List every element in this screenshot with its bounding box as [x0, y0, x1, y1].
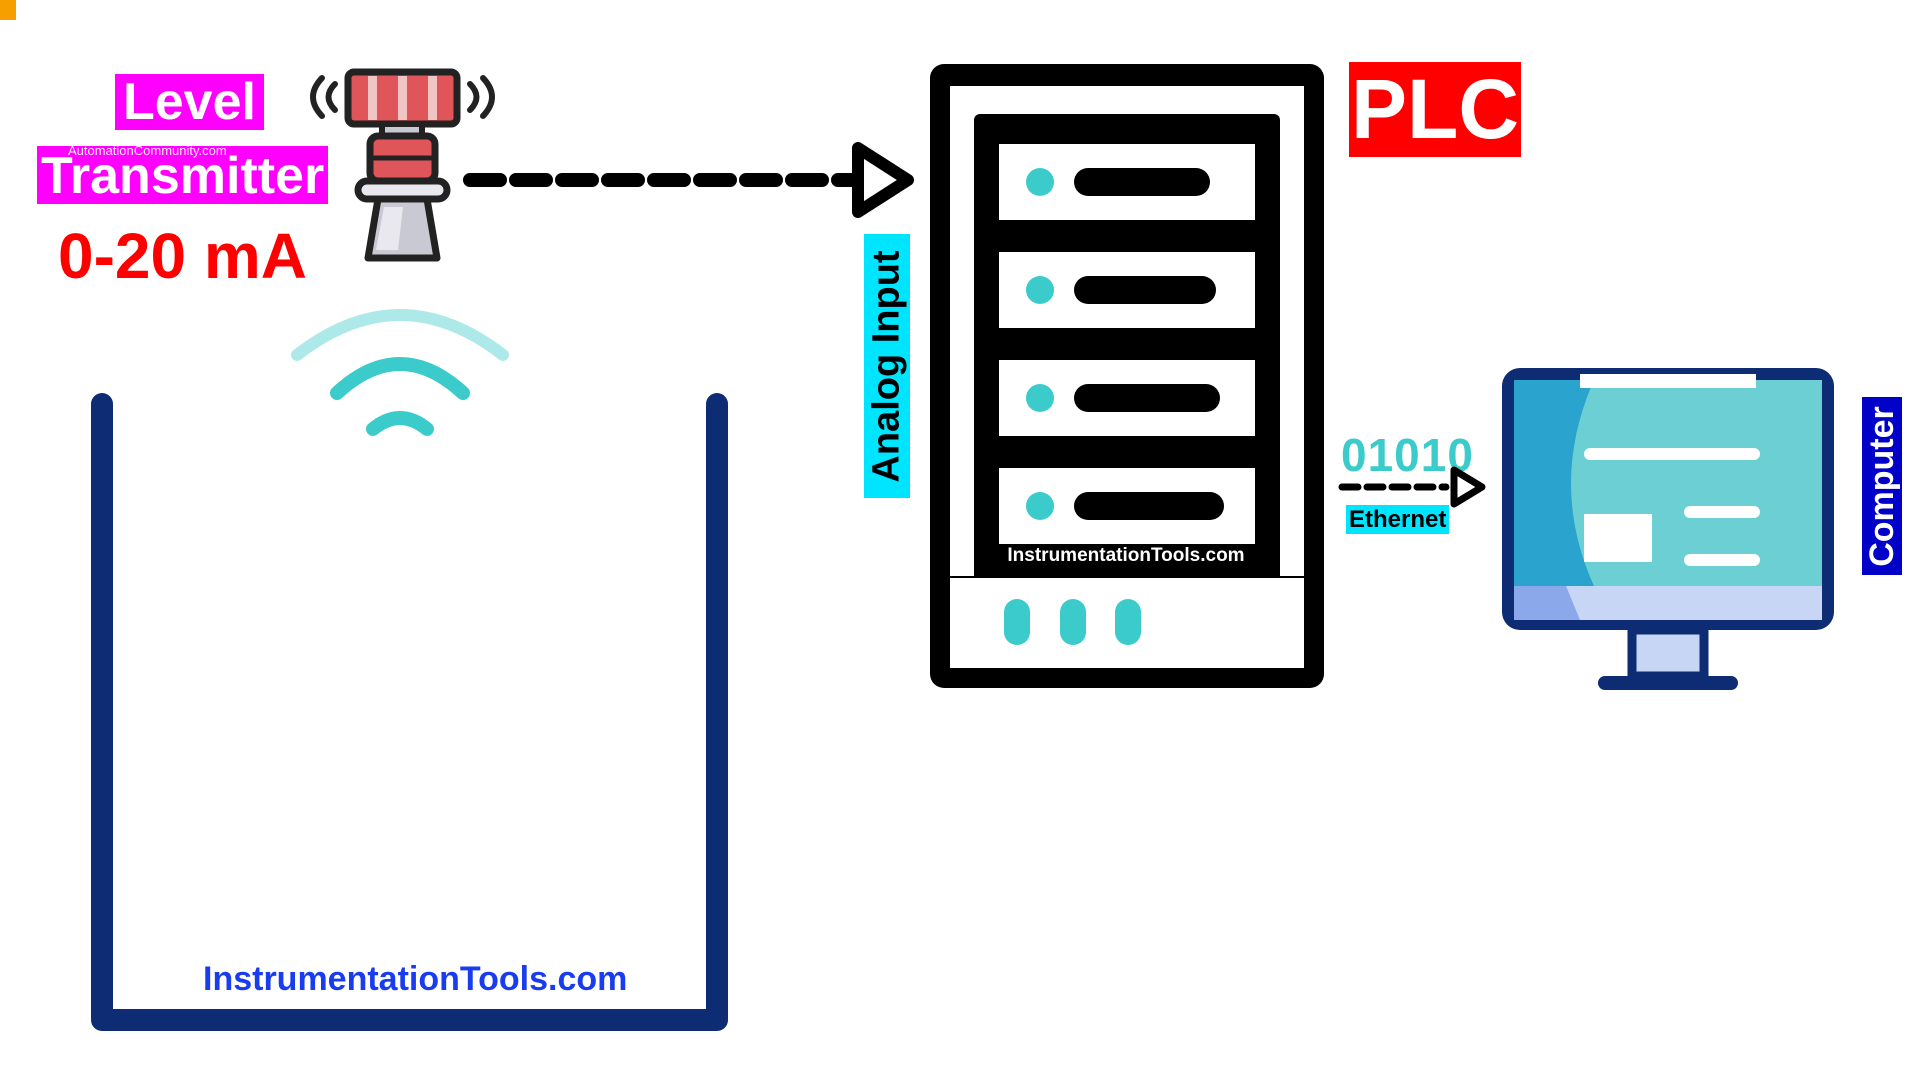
wireless-signal-icon — [291, 309, 509, 436]
plc-watermark: InstrumentationTools.com — [1007, 545, 1245, 566]
tank — [91, 393, 728, 1031]
analog-signal-arrow — [463, 142, 914, 218]
computer-label: Computer — [1862, 397, 1902, 575]
level-label: Level — [115, 74, 264, 130]
computer-text: Computer — [1862, 405, 1901, 567]
tank-watermark: InstrumentationTools.com — [203, 960, 628, 998]
server-rack-icon — [930, 64, 1324, 688]
plc-label: PLC — [1349, 62, 1521, 157]
ethernet-label: Ethernet — [1346, 505, 1450, 534]
transmitter-label: Transmitter — [37, 146, 329, 205]
analog-input-label: Analog Input — [864, 234, 910, 498]
signal-range-label: 0-20 mA — [58, 220, 307, 292]
radar-level-transmitter-icon — [310, 68, 495, 262]
desktop-monitor-icon — [1502, 368, 1834, 690]
transmitter-watermark: AutomationCommunity.com — [68, 143, 227, 158]
analog-input-text: Analog Input — [865, 249, 908, 483]
corner-mark — [0, 0, 16, 20]
ethernet-arrow — [1338, 466, 1486, 508]
